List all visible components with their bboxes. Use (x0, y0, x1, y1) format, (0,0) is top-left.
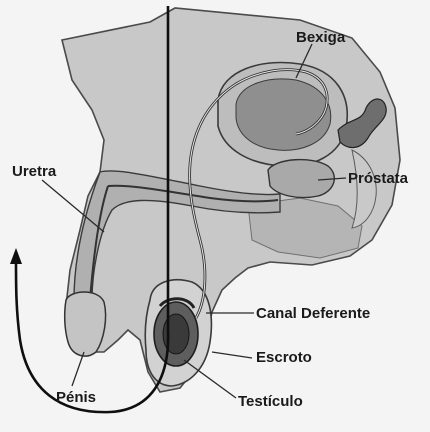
label-urethra: Uretra (12, 163, 57, 180)
label-penis: Pénis (56, 389, 96, 406)
bladder-inner (236, 79, 331, 150)
label-prostate: Próstata (348, 170, 409, 187)
glans (65, 292, 106, 356)
label-testicle: Testículo (238, 393, 303, 410)
label-scrotum: Escroto (256, 349, 312, 366)
label-vas-deferens: Canal Deferente (256, 305, 370, 322)
prostate (268, 160, 334, 198)
label-bladder: Bexiga (296, 29, 346, 46)
